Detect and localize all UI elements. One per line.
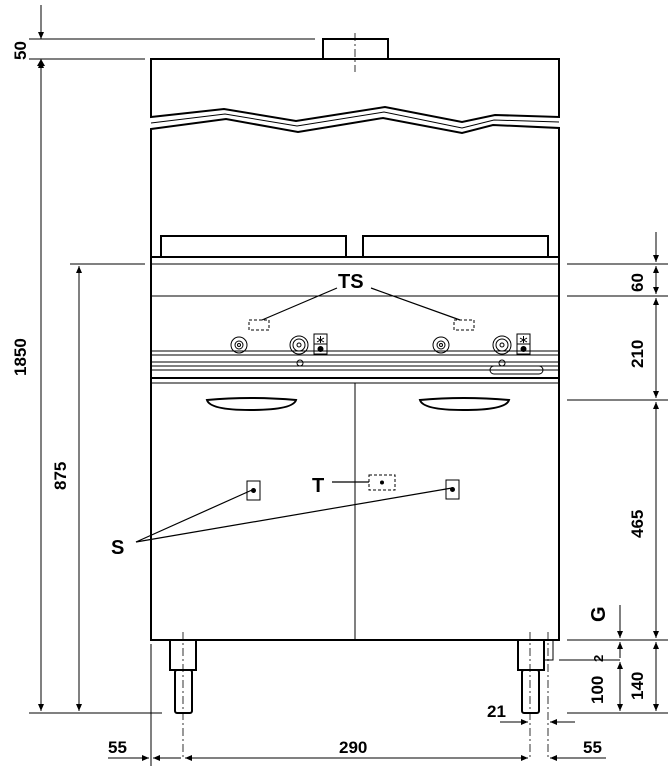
dim-2: 2: [591, 655, 606, 662]
dim-1850: 1850: [11, 338, 30, 376]
basket-handle-left: [160, 235, 347, 257]
leg-right: [517, 639, 554, 714]
safety-thermostat-icon: [453, 319, 475, 331]
pilot-knob-icon: [492, 335, 512, 355]
dim-100: 100: [588, 676, 607, 704]
break-line: [150, 111, 560, 129]
basket-handle-right: [362, 235, 549, 257]
dimension-right: [559, 232, 668, 714]
label-s: S: [111, 537, 124, 559]
dim-50: 50: [11, 41, 30, 60]
appliance-body: [150, 38, 560, 714]
dimension-bottom: [108, 644, 606, 766]
centre-lines: [182, 33, 549, 758]
leader-lines: [135, 287, 461, 543]
label-g: G: [588, 606, 610, 622]
thermostat-knob-icon: [230, 336, 248, 354]
door-handle-right: [418, 397, 511, 412]
dimension-left: [29, 5, 315, 714]
dim-210: 210: [628, 340, 647, 368]
dim-465: 465: [628, 510, 647, 538]
splashback-upper: [150, 58, 560, 124]
rail-handle: [489, 365, 544, 375]
switch-box-left: [246, 480, 261, 501]
controls-left: [230, 319, 328, 367]
dim-140: 140: [628, 672, 647, 700]
dim-55-right: 55: [583, 738, 602, 757]
gas-connection: [543, 639, 554, 661]
flue-outlet: [322, 38, 389, 60]
dim-21: 21: [487, 702, 506, 721]
thermostat-knob-icon: [432, 336, 450, 354]
dim-60: 60: [628, 273, 647, 292]
dim-875: 875: [51, 462, 70, 490]
pilot-knob-icon: [289, 335, 309, 355]
door-handle-left: [205, 397, 298, 412]
controls-right: [432, 319, 531, 367]
drain-tap-box: [368, 474, 396, 491]
indicator-light-icon: [498, 359, 506, 367]
label-ts: TS: [338, 271, 364, 293]
label-t: T: [312, 475, 324, 497]
dim-290: 290: [339, 738, 367, 757]
dim-55-left: 55: [108, 738, 127, 757]
indicator-light-icon: [296, 359, 304, 367]
safety-thermostat-icon: [248, 319, 270, 331]
